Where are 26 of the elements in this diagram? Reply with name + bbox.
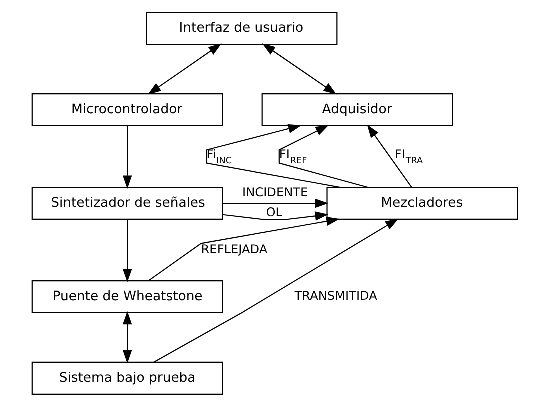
node-box: Mezcladores [326,187,518,220]
edge-label: INCIDENTE [242,186,308,200]
edge-label: FI$_{TRA}$ [394,148,424,167]
arrow [122,220,132,282]
arrow [222,198,329,208]
edge-label: TRANSMITIDA [294,289,378,304]
node-box: Interfaz de usuario [146,12,338,46]
node-box: Adquisidor [262,93,454,126]
arrow [206,124,340,188]
node-box: Sistema bajo prueba [32,362,224,395]
node-box: Microcontrolador [32,93,224,126]
arrow [223,212,329,221]
node-box: Puente de Wheatstone [32,280,224,314]
edge-label: REFLEJADA [201,242,268,256]
arrow [148,44,222,95]
arrow [122,126,132,189]
edge-label: FI$_{REF}$ [279,148,308,167]
arrow [278,125,368,188]
edge-label: OL [266,205,282,220]
arrow [367,124,412,188]
node-box: Sintetizador de señales [32,187,224,220]
arrow [148,216,340,282]
arrow [154,218,399,363]
arrow [262,44,337,95]
arrow [122,311,132,364]
edge-label: Fi$_{INC}$ [206,148,232,167]
